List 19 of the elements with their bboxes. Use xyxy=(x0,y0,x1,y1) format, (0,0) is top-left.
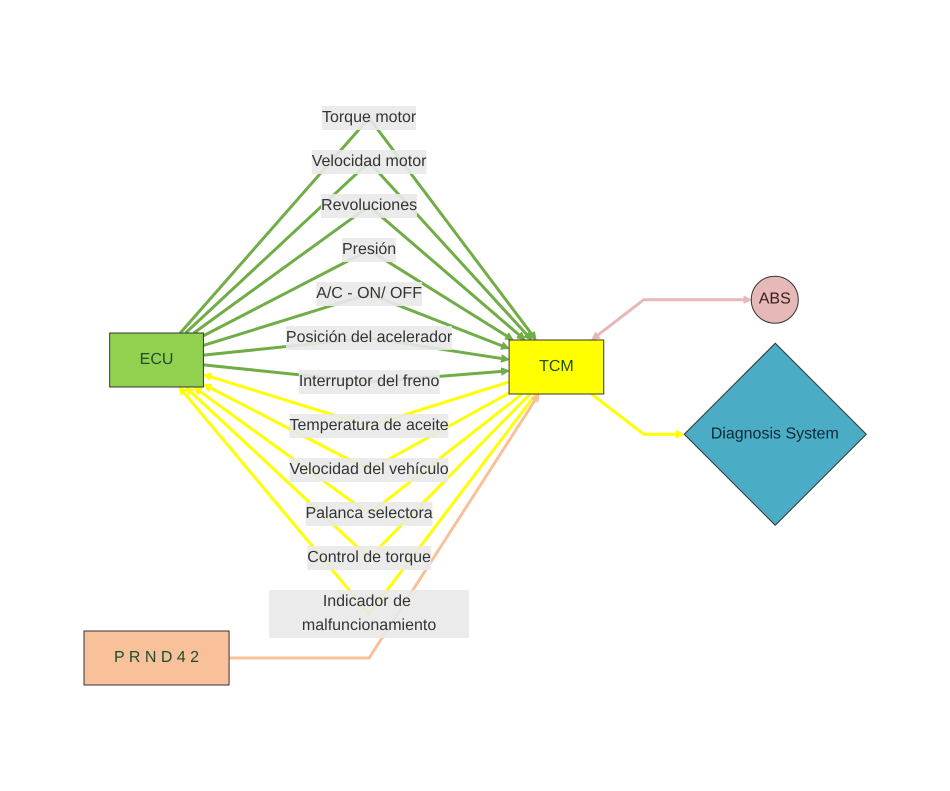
node-box: P R N D 4 2 xyxy=(83,630,230,686)
arrow xyxy=(590,392,684,439)
edge-label: Posición del acelerador xyxy=(286,329,452,346)
edge-label: Interruptor del freno xyxy=(298,373,440,390)
edge-label: Temperatura de aceite xyxy=(289,417,449,434)
node-circle: ABS xyxy=(750,276,799,324)
edge-label: Palanca selectora xyxy=(305,505,433,522)
edge-label: Torque motor xyxy=(322,109,416,126)
edge-label: Control de torque xyxy=(307,549,431,566)
node-box: ECU xyxy=(109,332,204,388)
edge-label: A/C - ON/ OFF xyxy=(316,285,422,302)
edge-label: Velocidad del vehículo xyxy=(289,461,449,478)
arrow xyxy=(591,295,752,340)
node-diamond: Diagnosis System xyxy=(683,342,867,526)
edge-label: Velocidad motor xyxy=(312,153,426,170)
edge-label: Indicador de malfuncionamiento xyxy=(302,593,436,634)
edge-label: Presión xyxy=(342,241,396,258)
node-box: TCM xyxy=(508,340,604,394)
edge-label: Revoluciones xyxy=(320,197,417,214)
